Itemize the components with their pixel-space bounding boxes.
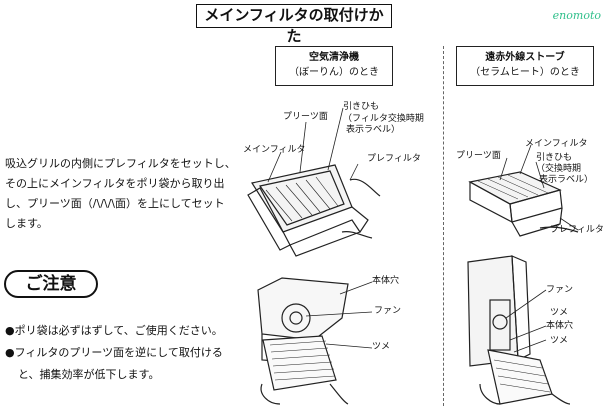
air-purifier-filter-illustration [247, 164, 381, 257]
column-divider [443, 46, 444, 406]
label-pleats-stove: プリーツ面 [456, 151, 501, 161]
caution-item: ●フィルタのプリーツ面を逆にして取付ける [5, 346, 223, 359]
label-replacement-stove-line1: （交換時期 [536, 164, 582, 174]
label-replacement-line2: 表示ラベル） [346, 125, 401, 135]
label-pre-filter: プレフィルタ [367, 154, 421, 164]
label-pull-string-stove: 引きひも [536, 153, 573, 163]
instruction-line: その上にメインフィルタをポリ袋から取り出 [5, 177, 225, 190]
label-tab: ツメ [372, 342, 391, 352]
label-fan-stove: ファン [546, 285, 574, 295]
watermark: enomoto [552, 9, 601, 22]
caution-item: ●ポリ袋は必ずはずして、ご使用ください。 [5, 324, 223, 337]
label-tab-stove: ツメ [550, 308, 569, 318]
label-pleats: プリーツ面 [283, 112, 328, 122]
label-replacement-line1: （フィルタ交換時期 [343, 114, 424, 124]
instruction-line: します。 [5, 217, 48, 230]
label-pull-string: 引きひも [343, 102, 380, 112]
label-tab-stove-2: ツメ [550, 336, 569, 346]
caution-heading: ご注意 [4, 270, 98, 298]
instruction-text: 吸込グリルの内側にプレフィルタをセットし、 その上にメインフィルタをポリ袋から取… [5, 154, 241, 234]
label-main-filter: メインフィルタ [243, 145, 306, 155]
air-purifier-header: 空気清浄機 （ぼーりん）のとき [275, 46, 393, 86]
label-body-hole-stove: 本体穴 [546, 321, 574, 331]
leader-lines [267, 107, 579, 353]
label-replacement-stove-line2: 表示ラベル） [539, 175, 594, 185]
air-purifier-fan-illustration [257, 277, 349, 405]
stove-fan-illustration [467, 255, 571, 405]
instruction-line: し、プリーツ面（/\/\/\面）を上にしてセット [5, 197, 225, 210]
label-main-filter-stove: メインフィルタ [525, 139, 588, 149]
air-purifier-header-line1: 空気清浄機 [309, 52, 359, 63]
instruction-line: 吸込グリルの内側にプレフィルタをセットし、 [5, 157, 236, 170]
stove-header-line1: 遠赤外線ストーブ [485, 52, 565, 63]
stove-filter-illustration [468, 171, 579, 237]
label-pre-filter-stove: プレフィルタ [550, 225, 604, 235]
caution-item-continued: と、捕集効率が低下します。 [18, 368, 160, 381]
caution-list: ●ポリ袋は必ずはずして、ご使用ください。 ●フィルタのプリーツ面を逆にして取付け… [5, 320, 251, 386]
label-fan: ファン [374, 306, 402, 316]
label-body-hole: 本体穴 [372, 276, 400, 286]
stove-header-line2: （セラムヒート）のとき [470, 67, 580, 78]
air-purifier-header-line2: （ぼーりん）のとき [289, 67, 379, 78]
stove-header: 遠赤外線ストーブ （セラムヒート）のとき [456, 46, 594, 86]
page-title: メインフィルタの取付けかた [196, 4, 392, 45]
